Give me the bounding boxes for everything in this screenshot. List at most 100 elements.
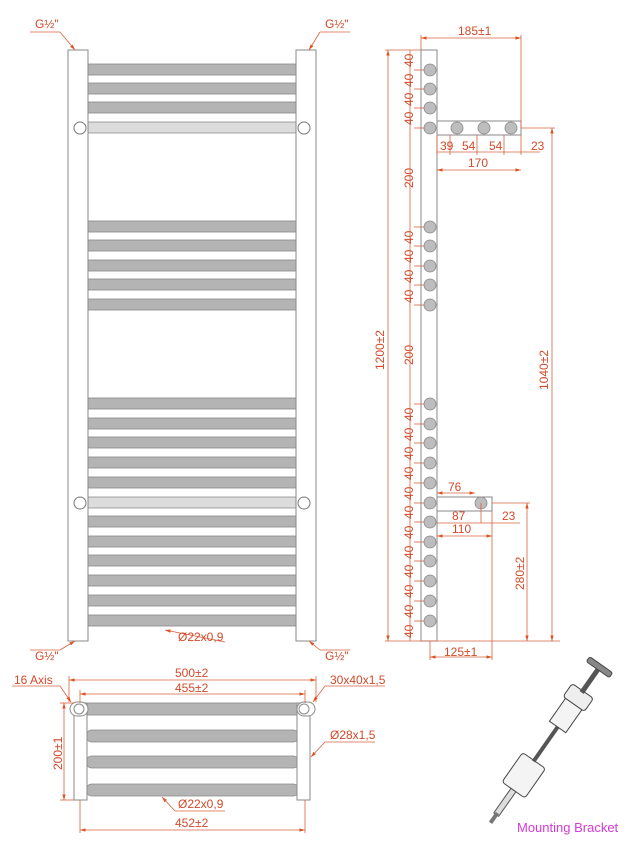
spacing-label: 40 bbox=[402, 73, 416, 87]
spacing-label: 40 bbox=[402, 249, 416, 263]
mount-hole bbox=[423, 515, 437, 529]
bracket-dim: 39 bbox=[440, 139, 454, 153]
mount-hole bbox=[423, 298, 437, 312]
mount-hole bbox=[423, 397, 437, 411]
height-total-label: 1200±2 bbox=[373, 330, 387, 370]
width-axis-label: 455±2 bbox=[175, 681, 209, 695]
mount-hole bbox=[423, 476, 437, 490]
thread-label: G½" bbox=[325, 17, 349, 31]
towel-bar bbox=[87, 594, 297, 607]
towel-bar-highlight bbox=[77, 121, 307, 134]
spacing-label: 200 bbox=[402, 345, 416, 365]
towel-bar bbox=[87, 574, 297, 587]
top-view-left-column bbox=[73, 702, 88, 801]
leader-line bbox=[161, 796, 176, 812]
bracket-hole bbox=[450, 121, 464, 135]
width-total-label: 500±2 bbox=[175, 666, 209, 680]
bracket-dim: 54 bbox=[489, 139, 503, 153]
mount-hole bbox=[423, 456, 437, 470]
front-view: G½"G½"G½"G½"Ø22x0,9 bbox=[30, 17, 350, 663]
spacing-label: 40 bbox=[402, 92, 416, 106]
axis-circle bbox=[298, 703, 310, 715]
mounting-bracket-caption: Mounting Bracket bbox=[517, 820, 619, 835]
spacing-label: 40 bbox=[402, 53, 416, 67]
mount-hole bbox=[423, 82, 437, 96]
mount-hole bbox=[423, 417, 437, 431]
right-column bbox=[295, 49, 317, 642]
mount-hole bbox=[423, 101, 437, 115]
height-lower-bracket-label: 280±2 bbox=[513, 556, 527, 590]
bar-end-cap bbox=[73, 121, 87, 135]
leader-line bbox=[308, 31, 321, 51]
bracket-length: 170 bbox=[468, 156, 488, 170]
top-view-bar bbox=[85, 729, 300, 743]
mount-hole bbox=[423, 614, 437, 628]
spacing-label: 40 bbox=[402, 564, 416, 578]
spacing-label: 40 bbox=[402, 584, 416, 598]
width-bars-label: 452±2 bbox=[175, 816, 209, 830]
towel-bar bbox=[87, 82, 297, 95]
mount-hole bbox=[423, 63, 437, 77]
towel-bar bbox=[87, 220, 297, 233]
spacing-label: 40 bbox=[402, 466, 416, 480]
axis-label: 16 Axis bbox=[14, 673, 53, 687]
towel-bar bbox=[87, 278, 297, 291]
mount-hole bbox=[423, 220, 437, 234]
bracket-dim: 76 bbox=[448, 480, 462, 494]
top-view-bar bbox=[85, 783, 300, 797]
column-profile-label: 30x40x1,5 bbox=[330, 673, 386, 687]
top-view-bar bbox=[85, 755, 300, 769]
spacing-label: 40 bbox=[402, 289, 416, 303]
towel-bar bbox=[87, 397, 297, 410]
depth-top-label: 185±1 bbox=[458, 24, 492, 38]
depth-label: 200±1 bbox=[51, 736, 65, 770]
mount-hole bbox=[423, 436, 437, 450]
spacing-label: 40 bbox=[402, 269, 416, 283]
spacing-label: 40 bbox=[402, 624, 416, 638]
bar-end-cap bbox=[73, 496, 87, 510]
spacing-label: 40 bbox=[402, 545, 416, 559]
bracket-dim: 23 bbox=[531, 139, 545, 153]
towel-bar bbox=[87, 259, 297, 272]
towel-bar bbox=[87, 63, 297, 76]
towel-bar bbox=[87, 456, 297, 469]
bar-tube-label: Ø22x0,9 bbox=[178, 630, 224, 644]
spacing-label: 40 bbox=[402, 505, 416, 519]
bracket-hole bbox=[504, 121, 518, 135]
spacing-label: 40 bbox=[402, 604, 416, 618]
spacing-label: 40 bbox=[402, 427, 416, 441]
thread-label: G½" bbox=[325, 649, 349, 663]
mount-hole bbox=[423, 554, 437, 568]
side-column bbox=[420, 49, 438, 642]
bracket-length: 110 bbox=[452, 522, 471, 536]
top-view-right-column bbox=[296, 702, 311, 801]
bracket-dim: 87 bbox=[452, 509, 466, 523]
bar-end-cap bbox=[297, 121, 311, 135]
spacing-label: 40 bbox=[402, 230, 416, 244]
top-view-bar bbox=[85, 702, 300, 716]
axis-circle bbox=[73, 703, 85, 715]
spacing-label: 40 bbox=[402, 446, 416, 460]
bar-tube-label: Ø22x0,9 bbox=[178, 797, 224, 811]
leader-line bbox=[312, 685, 326, 703]
leader-line bbox=[59, 685, 72, 703]
towel-bar bbox=[87, 476, 297, 489]
spacing-label: 40 bbox=[402, 486, 416, 500]
leader-line bbox=[59, 31, 76, 51]
thread-label: G½" bbox=[35, 17, 59, 31]
leader-line bbox=[59, 640, 76, 651]
bar-end-cap bbox=[297, 496, 311, 510]
towel-bar bbox=[87, 239, 297, 252]
towel-bar bbox=[87, 417, 297, 430]
towel-bar-highlight bbox=[77, 496, 307, 509]
towel-bar bbox=[87, 298, 297, 311]
towel-bar bbox=[87, 614, 297, 627]
spacing-label: 40 bbox=[402, 111, 416, 125]
towel-bar bbox=[87, 535, 297, 548]
leader-line bbox=[308, 640, 321, 651]
towel-bar bbox=[87, 101, 297, 114]
bracket-hole bbox=[477, 121, 491, 135]
spacing-label: 40 bbox=[402, 525, 416, 539]
